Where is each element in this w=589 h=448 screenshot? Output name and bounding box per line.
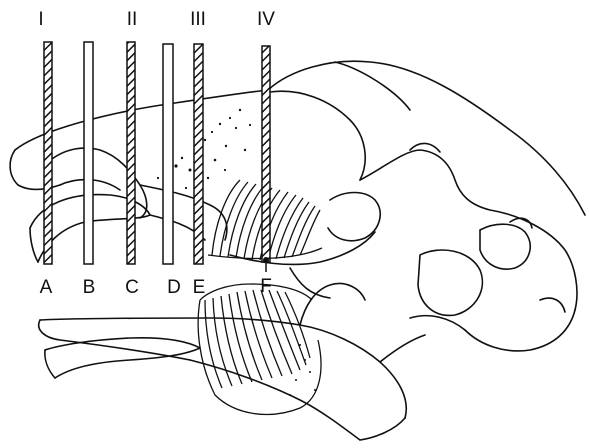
lower-molars — [198, 284, 321, 414]
bar-f — [262, 46, 270, 262]
bar-label-b: B — [83, 277, 96, 298]
bar-d — [163, 44, 173, 264]
bar-label-d: D — [167, 277, 181, 298]
bar-label-a: A — [40, 277, 53, 298]
bar-b — [84, 42, 93, 264]
bar-label-c: C — [125, 277, 139, 298]
bar-e — [194, 44, 203, 264]
bar-label-e: E — [193, 277, 206, 298]
section-label-iii: III — [190, 9, 206, 30]
skull-outline — [10, 61, 585, 440]
bar-c — [127, 42, 135, 264]
marker-label-f: F — [260, 276, 272, 297]
section-bars — [44, 42, 270, 264]
section-label-iv: IV — [257, 9, 275, 30]
bar-a — [44, 42, 52, 264]
section-label-ii: II — [127, 9, 138, 30]
section-label-i: I — [38, 9, 43, 30]
